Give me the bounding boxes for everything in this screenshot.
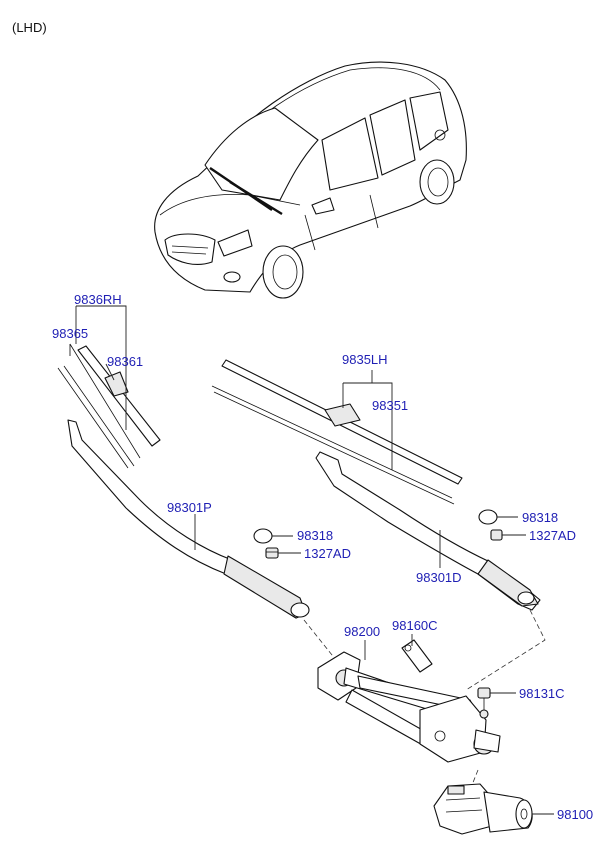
label-98365: 98365: [52, 326, 88, 341]
label-98160c: 98160C: [392, 618, 438, 633]
lh-wiper-blade-group: [211, 359, 463, 505]
label-98318-left: 98318: [297, 528, 333, 543]
nut-1327ad-left: [265, 547, 279, 559]
leader-9835lh: [343, 382, 393, 470]
car-illustration: [154, 61, 467, 299]
nut-1327ad-right: [490, 529, 503, 541]
wiper-motor-98100: [433, 783, 533, 835]
nut-98131c: [477, 687, 491, 699]
label-9835lh: 9835LH: [342, 352, 388, 367]
bracket-98160c: [401, 639, 433, 673]
wiper-arm-98301d: [315, 451, 541, 611]
label-9836rh: 9836RH: [74, 292, 122, 307]
label-98200: 98200: [344, 624, 380, 639]
wiper-linkage-98200: [317, 651, 501, 763]
label-98301p: 98301P: [167, 500, 212, 515]
drive-variant-label: (LHD): [12, 20, 47, 35]
label-98351: 98351: [372, 398, 408, 413]
label-98131c: 98131C: [519, 686, 565, 701]
label-1327ad-left: 1327AD: [304, 546, 351, 561]
label-98361: 98361: [107, 354, 143, 369]
label-98318-right: 98318: [522, 510, 558, 525]
cap-98318-right: [478, 509, 498, 525]
rh-wiper-blade-group: [57, 343, 161, 469]
label-1327ad-right: 1327AD: [529, 528, 576, 543]
label-98100: 98100: [557, 807, 593, 822]
cap-98318-left: [253, 528, 273, 544]
label-98301d: 98301D: [416, 570, 462, 585]
leader-9836rh: [76, 305, 127, 430]
wiper-arm-98301p: [67, 419, 310, 619]
